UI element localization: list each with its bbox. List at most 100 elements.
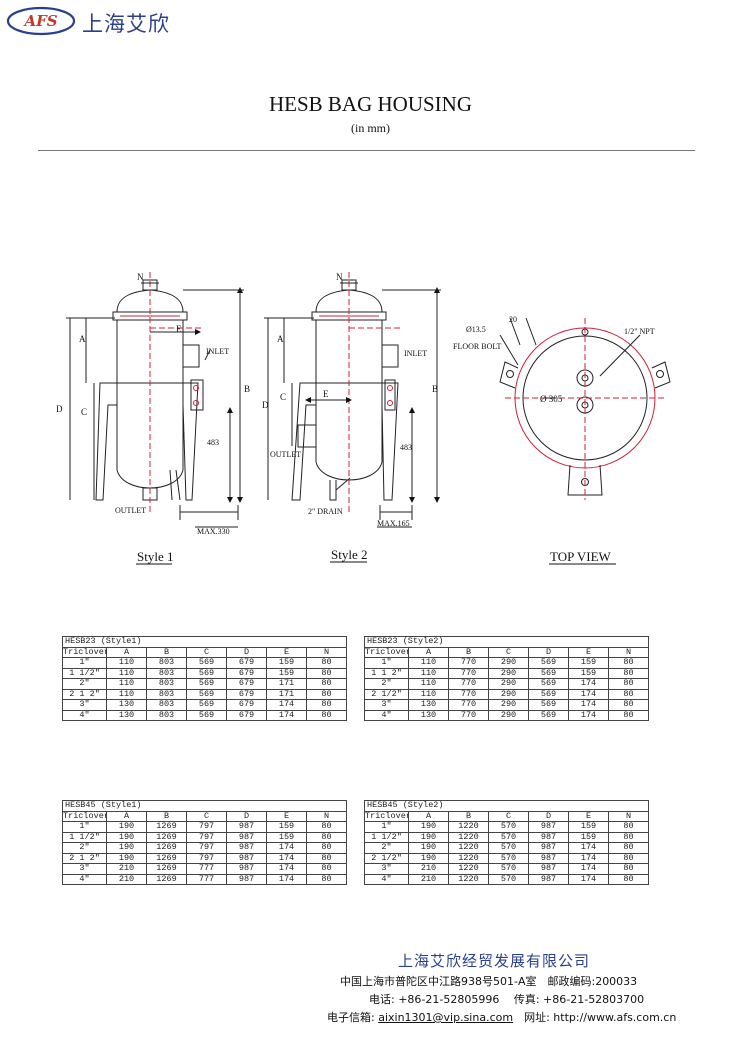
table-caption: HESB45 (Style1) [62, 800, 347, 812]
table-cell: 679 [226, 709, 267, 721]
table-cell: 1" [62, 657, 107, 669]
table-header-cell: A [408, 646, 449, 658]
table-header-cell: C [186, 810, 227, 822]
table-header-cell: E [266, 810, 307, 822]
table-cell: 570 [488, 831, 529, 843]
table-cell: 190 [106, 842, 147, 854]
table-cell: 2 1 2" [62, 852, 107, 864]
style1-label-c: C [81, 407, 87, 417]
table-cell: 569 [528, 667, 569, 679]
table-cell: 290 [488, 657, 529, 669]
table-cell: 159 [266, 831, 307, 843]
footer-email-link[interactable]: aixin1301@vip.sina.com [378, 1011, 514, 1024]
table-cell: 797 [186, 821, 227, 833]
table-cell: 1269 [146, 863, 187, 875]
table-cell: 3" [364, 699, 409, 711]
top-label-20: 20 [509, 315, 517, 324]
table-cell: 190 [408, 852, 449, 864]
table-header-cell: N [306, 646, 347, 658]
table-cell: 987 [528, 831, 569, 843]
table-cell: 987 [528, 863, 569, 875]
table-cell: 80 [306, 852, 347, 864]
table-cell: 570 [488, 852, 529, 864]
style2-label-a: A [277, 334, 284, 344]
table-cell: 803 [146, 688, 187, 700]
style1-label-inlet: INLET [206, 347, 229, 356]
table-cell: 569 [528, 678, 569, 690]
table-cell: 110 [408, 688, 449, 700]
table-cell: 2" [62, 842, 107, 854]
table-cell: 679 [226, 657, 267, 669]
table-cell: 1220 [448, 863, 489, 875]
style2-label-e: E [323, 389, 329, 399]
table-cell: 290 [488, 709, 529, 721]
table-header-cell: D [226, 810, 267, 822]
table-cell: 190 [408, 821, 449, 833]
table-cell: 80 [608, 873, 649, 885]
top-label-floor-bolt: FLOOR BOLT [453, 342, 501, 351]
table-cell: 4" [364, 709, 409, 721]
table-cell: 570 [488, 873, 529, 885]
style2-label-drain: 2" DRAIN [308, 507, 343, 516]
table-cell: 80 [306, 873, 347, 885]
table-cell: 1220 [448, 852, 489, 864]
table-cell: 803 [146, 678, 187, 690]
table-cell: 210 [106, 873, 147, 885]
table-header-cell: C [488, 646, 529, 658]
table-cell: 2 1/2" [364, 688, 409, 700]
table-cell: 770 [448, 667, 489, 679]
table-cell: 110 [106, 678, 147, 690]
table-header-cell: E [266, 646, 307, 658]
table-cell: 1269 [146, 873, 187, 885]
table-cell: 797 [186, 842, 227, 854]
table-cell: 1 1/2" [62, 831, 107, 843]
table-cell: 174 [568, 852, 609, 864]
table-cell: 110 [106, 667, 147, 679]
table-cell: 290 [488, 667, 529, 679]
table-cell: 4" [62, 709, 107, 721]
table-cell: 569 [528, 657, 569, 669]
table-cell: 1" [364, 821, 409, 833]
logo-text: AFS [22, 12, 57, 30]
table-header-cell: D [528, 646, 569, 658]
table-cell: 80 [306, 821, 347, 833]
table-cell: 569 [186, 688, 227, 700]
table-cell: 174 [568, 873, 609, 885]
table-cell: 210 [408, 873, 449, 885]
footer-address: 中国上海市普陀区中江路938号501-A室 邮政编码:200033 [340, 975, 638, 988]
table-cell: 803 [146, 699, 187, 711]
table-cell: 190 [106, 831, 147, 843]
table-cell: 210 [408, 863, 449, 875]
table-cell: 987 [226, 873, 267, 885]
table-cell: 770 [448, 688, 489, 700]
table-header-cell: C [186, 646, 227, 658]
table-cell: 80 [608, 657, 649, 669]
table-cell: 570 [488, 821, 529, 833]
table-header-cell: B [146, 810, 187, 822]
table-cell: 80 [306, 842, 347, 854]
style1-label-n: N [137, 272, 144, 282]
table-cell: 569 [186, 667, 227, 679]
table-cell: 770 [448, 699, 489, 711]
footer-email-label: 电子信箱: [327, 1011, 379, 1024]
table-header-cell: B [448, 646, 489, 658]
table-cell: 80 [608, 678, 649, 690]
footer-web-link[interactable]: http://www.afs.com.cn [553, 1011, 677, 1024]
table-cell: 80 [608, 821, 649, 833]
table-header-cell: Triclover [62, 646, 107, 658]
table-cell: 130 [106, 699, 147, 711]
table-header-cell: E [568, 810, 609, 822]
table-header-cell: E [568, 646, 609, 658]
